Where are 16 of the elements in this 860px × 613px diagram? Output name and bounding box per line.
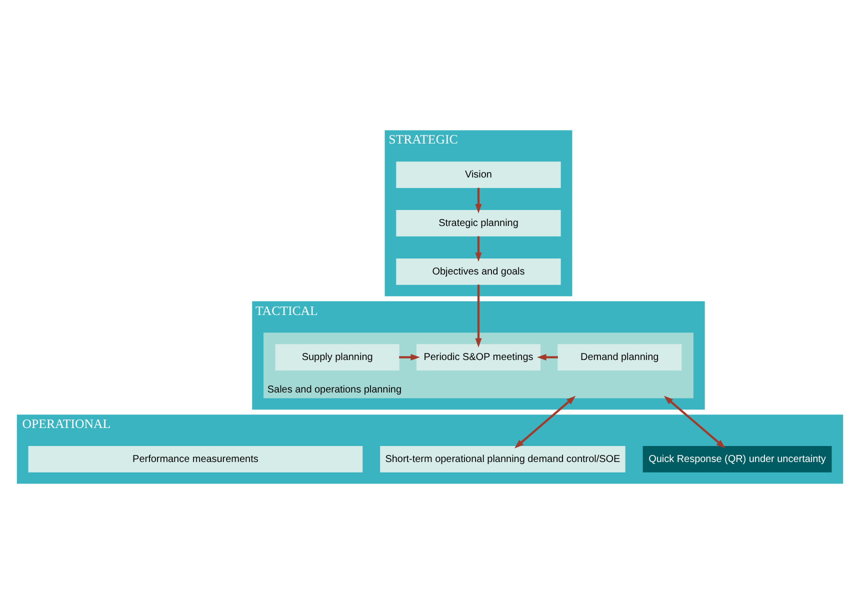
node-box: Periodic S&OP meetings — [416, 344, 540, 370]
node-box: Demand planning — [558, 344, 682, 370]
node-box: Short-term operational planning demand control/SOE — [380, 446, 626, 472]
arrow — [475, 284, 482, 348]
node-box: Strategic planning — [396, 210, 561, 236]
arrow — [399, 354, 420, 360]
node-box: Vision — [396, 161, 561, 188]
node-box: Supply planning — [275, 344, 400, 370]
arrow — [536, 354, 558, 360]
arrow — [475, 236, 482, 262]
arrow — [475, 187, 482, 213]
node-box: Quick Response (QR) under uncertainty — [642, 446, 832, 472]
arrow — [664, 395, 726, 448]
arrow — [514, 395, 576, 448]
node-box: Objectives and goals — [396, 258, 561, 284]
node-box: Performance measurements — [28, 446, 363, 472]
